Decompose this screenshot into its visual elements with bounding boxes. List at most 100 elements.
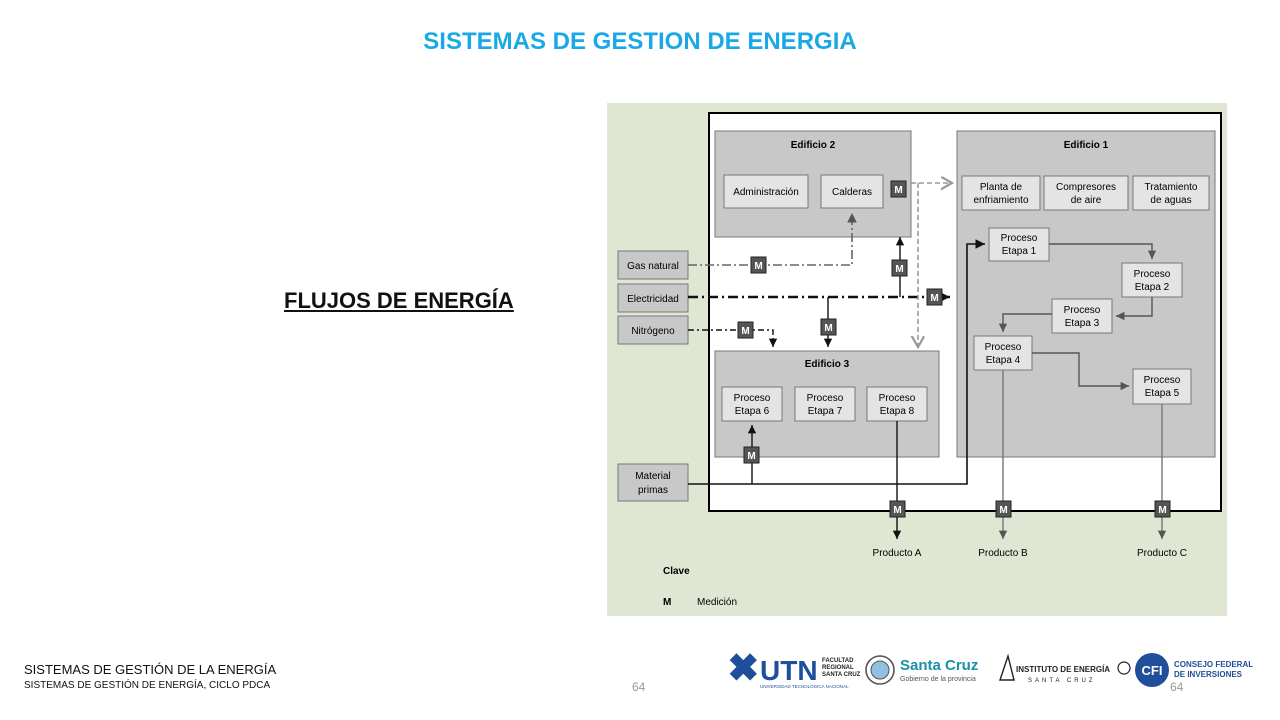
unit-compresores-line2: de aire bbox=[1071, 195, 1102, 206]
input-electricidad-label: Electricidad bbox=[627, 294, 679, 305]
process-2 bbox=[1121, 262, 1183, 298]
utn-sub-3: SANTA CRUZ bbox=[822, 672, 861, 678]
building-2: Edificio 2 Administración Calderas bbox=[714, 130, 912, 238]
santacruz-text: Santa Cruz bbox=[900, 657, 978, 674]
utn-sub-2: REGIONAL bbox=[822, 665, 854, 671]
section-subtitle: FLUJOS DE ENERGÍA bbox=[284, 288, 514, 313]
unit-tratamiento-line2: de aguas bbox=[1150, 195, 1191, 206]
instituto-logo: INSTITUTO DE ENERGÍA SANTA CRUZ bbox=[999, 653, 1131, 684]
derrick-icon bbox=[999, 653, 1015, 681]
cfi-sub-1: CONSEJO FEDERAL bbox=[1174, 660, 1253, 669]
process-3-line2: Etapa 3 bbox=[1065, 318, 1100, 329]
meter-edificio2 bbox=[891, 259, 908, 277]
unit-planta-enfriamiento bbox=[961, 175, 1041, 211]
meter-nitrogeno bbox=[737, 321, 754, 339]
cfi-logo: CFI CONSEJO FEDERAL DE INVERSIONES bbox=[1135, 653, 1253, 687]
utn-sub-1: FACULTAD bbox=[822, 658, 854, 664]
page-number-center: 64 bbox=[632, 680, 646, 694]
santacruz-logo: Santa Cruz Gobierno de la provincia bbox=[865, 655, 978, 685]
meters: M M M M M M M M M M bbox=[737, 180, 1171, 518]
process-1-line2: Etapa 1 bbox=[1002, 246, 1037, 257]
meter-calderas-label: M bbox=[894, 185, 902, 196]
input-electricidad bbox=[617, 283, 689, 313]
santacruz-seal-icon bbox=[865, 655, 895, 685]
unit-calderas-label: Calderas bbox=[832, 187, 872, 198]
meter-calderas bbox=[890, 180, 907, 198]
input-material-line1: Material bbox=[635, 471, 671, 482]
building-1-label: Edificio 1 bbox=[1064, 140, 1109, 151]
flow-nitrogeno bbox=[688, 329, 778, 347]
meter-producto-b bbox=[995, 500, 1012, 518]
process-5 bbox=[1132, 368, 1192, 405]
process-8 bbox=[866, 386, 928, 422]
process-8-line1: Proceso bbox=[879, 393, 916, 404]
meter-producto-c bbox=[1154, 500, 1171, 518]
unit-tratamiento-line1: Tratamiento bbox=[1145, 182, 1198, 193]
input-boxes: Gas natural Electricidad Nitrógeno Mater… bbox=[617, 250, 689, 502]
footer-course-subtitle: SISTEMAS DE GESTIÓN DE ENERGÍA, CICLO PD… bbox=[24, 680, 271, 691]
unit-calderas bbox=[820, 174, 884, 209]
meter-edificio3 bbox=[820, 318, 837, 336]
flow-p1-p2 bbox=[1049, 243, 1157, 259]
meter-material bbox=[743, 446, 760, 464]
meter-gas bbox=[750, 256, 767, 274]
process-1-line1: Proceso bbox=[1001, 233, 1038, 244]
page-number-right: 64 bbox=[1170, 680, 1184, 694]
sponsor-logos: UTN FACULTAD REGIONAL SANTA CRUZ UNIVERS… bbox=[729, 653, 1253, 689]
meter-nitrogeno-label: M bbox=[741, 326, 749, 337]
meter-producto-a bbox=[889, 500, 906, 518]
input-nitrogeno-label: Nitrógeno bbox=[631, 326, 675, 337]
instituto-text: INSTITUTO DE ENERGÍA bbox=[1016, 665, 1110, 674]
legend: Clave M Medición bbox=[663, 566, 737, 608]
unit-planta-line2: enfriamiento bbox=[973, 195, 1028, 206]
instituto-gear-icon bbox=[1117, 661, 1131, 675]
cfi-sub-2: DE INVERSIONES bbox=[1174, 670, 1243, 679]
process-5-line2: Etapa 5 bbox=[1145, 388, 1180, 399]
meter-gas-label: M bbox=[754, 261, 762, 272]
process-8-line2: Etapa 8 bbox=[880, 406, 915, 417]
process-2-line1: Proceso bbox=[1134, 269, 1171, 280]
meter-producto-c-label: M bbox=[1158, 505, 1166, 516]
process-6-line1: Proceso bbox=[734, 393, 771, 404]
process-3 bbox=[1051, 298, 1113, 334]
input-nitrogeno bbox=[617, 315, 689, 345]
meter-producto-b-label: M bbox=[999, 505, 1007, 516]
meter-edificio1-label: M bbox=[930, 293, 938, 304]
instituto-sub: SANTA CRUZ bbox=[1028, 678, 1096, 684]
unit-administracion-label: Administración bbox=[733, 187, 799, 198]
utn-text: UTN bbox=[760, 655, 818, 686]
flow-p2-p3 bbox=[1116, 297, 1153, 321]
input-material-primas bbox=[617, 463, 689, 502]
process-4-line2: Etapa 4 bbox=[986, 355, 1021, 366]
process-7-line2: Etapa 7 bbox=[808, 406, 843, 417]
unit-compresores-line1: Compresores bbox=[1056, 182, 1116, 193]
footer-course-title: SISTEMAS DE GESTIÓN DE LA ENERGÍA bbox=[24, 662, 277, 677]
products: Producto A Producto B Producto C bbox=[873, 548, 1187, 559]
unit-administracion bbox=[723, 174, 809, 209]
producto-b-label: Producto B bbox=[978, 548, 1028, 559]
producto-a-label: Producto A bbox=[873, 548, 922, 559]
meter-edificio1 bbox=[926, 288, 943, 306]
cfi-text: CFI bbox=[1142, 663, 1163, 678]
process-1 bbox=[988, 227, 1050, 262]
legend-meaning: Medición bbox=[697, 597, 737, 608]
utn-tag: UNIVERSIDAD TECNOLÓGICA NACIONAL bbox=[760, 683, 849, 689]
santacruz-sub: Gobierno de la provincia bbox=[900, 676, 976, 683]
process-4-line1: Proceso bbox=[985, 342, 1022, 353]
meter-edificio3-label: M bbox=[824, 323, 832, 334]
process-7-line1: Proceso bbox=[807, 393, 844, 404]
process-7 bbox=[794, 386, 856, 422]
legend-key: M bbox=[663, 597, 671, 608]
cfi-circle-icon bbox=[1135, 653, 1169, 687]
meter-material-label: M bbox=[747, 451, 755, 462]
process-2-line2: Etapa 2 bbox=[1135, 282, 1170, 293]
unit-compresores bbox=[1043, 175, 1129, 211]
flow-gas bbox=[688, 213, 857, 266]
meter-edificio2-label: M bbox=[895, 264, 903, 275]
process-3-line1: Proceso bbox=[1064, 305, 1101, 316]
flow-material-proceso1 bbox=[688, 239, 985, 485]
utn-logo: UTN FACULTAD REGIONAL SANTA CRUZ UNIVERS… bbox=[729, 653, 861, 689]
process-6-line2: Etapa 6 bbox=[735, 406, 770, 417]
input-gas-label: Gas natural bbox=[627, 261, 679, 272]
flow-p3-p4 bbox=[998, 313, 1052, 332]
